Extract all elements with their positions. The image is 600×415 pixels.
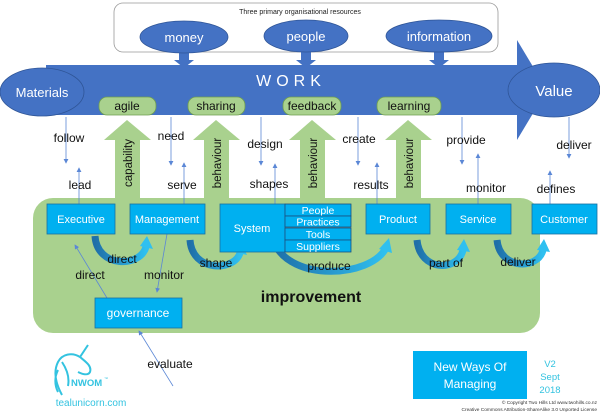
system-part-suppliers: Suppliers (284, 239, 352, 253)
capability-label: capability (123, 139, 135, 187)
logo-tm: ™ (104, 376, 108, 381)
work-arrow: WORK (46, 40, 547, 140)
label-part-of: part of (429, 256, 464, 270)
label-shape: shape (200, 256, 233, 270)
relation-arrows (63, 117, 572, 387)
pill-sharing-label: sharing (196, 99, 235, 113)
label-produce: produce (307, 259, 351, 273)
version-number: V2 (544, 359, 556, 370)
service-label: Service (460, 214, 497, 226)
label-shapes: shapes (250, 177, 289, 191)
resource-people: people (263, 19, 349, 68)
label-need: need (158, 129, 185, 143)
curve-product-service (413, 239, 467, 269)
logo-site[interactable]: tealunicorn.com (56, 398, 127, 409)
value-ellipse: Value (507, 62, 600, 118)
pill-feedback-label: feedback (288, 99, 338, 113)
pill-agile-label: agile (114, 99, 140, 113)
label-deliver: deliver (556, 138, 591, 152)
title-line1: New Ways Of (434, 360, 508, 374)
resource-money: money (139, 20, 229, 68)
curve-mgmt-system (186, 239, 244, 270)
curve-exec-mgmt (91, 235, 150, 265)
behaviour-label: behaviour (308, 138, 320, 189)
customer-label: Customer (540, 214, 588, 226)
executive-label: Executive (57, 214, 105, 226)
curve-service-customer (493, 239, 547, 268)
teal-unicorn-logo: NWOM ™ tealunicorn.com (54, 344, 127, 409)
label-monitor: monitor (466, 181, 506, 195)
label-defines: defines (537, 182, 576, 196)
resource-information: information (385, 19, 493, 68)
capability-arrow: capability (104, 120, 151, 205)
resource-people-label: people (286, 29, 325, 44)
management-label: Management (135, 214, 199, 226)
flow-curves (91, 235, 550, 275)
system-part-practices: Practices (284, 215, 352, 229)
evaluate-arrow (138, 330, 174, 387)
curve-system-product (270, 240, 390, 275)
label-monitor-governance: monitor (144, 268, 184, 282)
unicorn-icon (54, 344, 92, 396)
customer-box: Customer (531, 203, 598, 235)
materials-ellipse: Materials (0, 67, 85, 117)
logo-brand: NWOM (71, 378, 102, 389)
value-label: Value (535, 83, 572, 100)
improvement-label: improvement (261, 289, 362, 306)
label-design: design (247, 137, 282, 151)
label-evaluate: evaluate (147, 357, 193, 371)
behaviour-arrow-feedback: behaviour (289, 120, 336, 205)
service-box: Service (445, 203, 512, 235)
monitor-governance-arrow (155, 233, 168, 293)
behaviour-arrow-sharing: behaviour (193, 120, 240, 205)
system-part-tools: Tools (284, 227, 352, 241)
system-part-label: Suppliers (296, 241, 340, 253)
resources-title: Three primary organisational resources (239, 9, 361, 16)
copyright-line1: © Copyright Two Hills Ltd www.twohills.c… (502, 399, 598, 406)
title-box: New Ways Of Managing (413, 351, 527, 399)
label-provide: provide (446, 133, 486, 147)
label-lead: lead (69, 178, 92, 192)
resource-money-label: money (164, 30, 204, 45)
materials-label: Materials (16, 85, 69, 100)
system-part-label: Tools (306, 229, 331, 241)
governance-box: governance (94, 297, 183, 329)
executive-box: Executive (46, 203, 116, 235)
system-part-label: People (302, 205, 335, 217)
product-box: Product (365, 203, 431, 235)
label-serve: serve (167, 178, 197, 192)
pill-learning-label: learning (388, 99, 431, 113)
pill-feedback: feedback (282, 96, 342, 116)
title-line2: Managing (444, 377, 497, 391)
work-label: WORK (256, 73, 326, 90)
system-part-label: Practices (296, 217, 339, 229)
behaviour-label: behaviour (404, 138, 416, 189)
management-box: Management (129, 203, 206, 235)
system-label: System (234, 223, 271, 235)
behaviour-arrow-learning: behaviour (385, 120, 432, 205)
version-month: Sept (540, 372, 560, 383)
governance-label: governance (107, 306, 170, 320)
label-direct: direct (75, 268, 105, 282)
pill-agile: agile (98, 96, 157, 116)
label-direct-curve: direct (107, 252, 137, 266)
direct-arrow (74, 244, 108, 299)
system-box: System (219, 203, 286, 253)
pill-learning: learning (376, 96, 442, 116)
label-follow: follow (54, 131, 85, 145)
behaviour-label: behaviour (212, 138, 224, 189)
label-create: create (342, 132, 376, 146)
version-info: V2 Sept 2018 (539, 359, 560, 396)
product-label: Product (379, 214, 417, 226)
copyright-line2: Creative Commons Attribution-ShareAlike … (462, 407, 598, 413)
resource-information-label: information (407, 29, 471, 44)
system-part-people: People (284, 203, 352, 217)
pill-sharing: sharing (187, 96, 246, 116)
label-deliver-customer: deliver (500, 255, 535, 269)
version-year: 2018 (539, 385, 560, 396)
label-results: results (353, 178, 388, 192)
